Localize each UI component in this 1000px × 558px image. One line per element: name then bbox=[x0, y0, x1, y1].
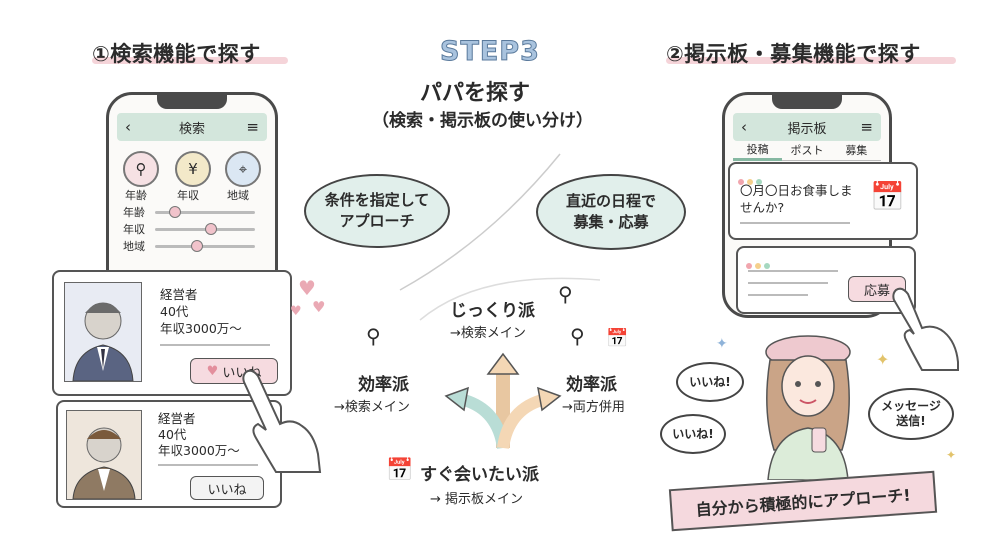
back-icon[interactable]: ‹ bbox=[741, 118, 747, 136]
like-button-label: いいね bbox=[207, 482, 247, 498]
post-text: 〇月〇日お食事しま せんか? bbox=[740, 183, 853, 215]
sparkle-icon: ✦ bbox=[716, 336, 728, 352]
type-slow-label: じっくり派 bbox=[450, 301, 535, 321]
board-tabs: 投稿 ポスト 募集 bbox=[733, 139, 881, 161]
profile-photo bbox=[66, 410, 142, 500]
profile-age: 40代 bbox=[158, 427, 187, 442]
calendar-icon: 📅 bbox=[606, 328, 629, 349]
schedule-bubble: 直近の日程で 募集・応募 bbox=[536, 174, 686, 250]
like-speech: いいね! bbox=[676, 362, 744, 402]
condition-bubble: 条件を指定して アプローチ bbox=[304, 174, 450, 248]
left-heading: ①検索機能で探す bbox=[92, 42, 261, 66]
phone-notch bbox=[157, 95, 227, 109]
text-line bbox=[748, 282, 828, 284]
text-line bbox=[748, 270, 838, 272]
profile-income: 年収3000万～ bbox=[160, 321, 242, 336]
icon-label-area: 地域 bbox=[227, 189, 249, 202]
divider bbox=[740, 222, 850, 224]
like-button[interactable]: ♥ いいね bbox=[190, 358, 278, 384]
right-heading: ②掲示板・募集機能で探す bbox=[666, 42, 921, 66]
search-icon: ⚲ bbox=[366, 324, 381, 348]
slider-label-age: 年齢 bbox=[123, 206, 145, 219]
heart-icon: ♥ bbox=[298, 276, 316, 300]
slider-label-area: 地域 bbox=[123, 240, 145, 253]
type-slow-sub: →検索メイン bbox=[450, 326, 526, 341]
menu-icon[interactable]: ≡ bbox=[860, 118, 873, 136]
profile-photo bbox=[64, 282, 142, 382]
type-efficient-right-label: 効率派 bbox=[566, 375, 617, 395]
type-hurry-label: すぐ会いたい派 bbox=[420, 465, 539, 485]
location-pin-icon[interactable]: ⌖ bbox=[225, 151, 261, 187]
profile-age: 40代 bbox=[160, 304, 189, 319]
type-efficient-left-label: 効率派 bbox=[358, 375, 409, 395]
woman-illustration bbox=[765, 335, 851, 480]
profile-card[interactable]: 経営者 40代 年収3000万～ いいね bbox=[56, 400, 282, 508]
pointing-hand-icon bbox=[242, 369, 322, 473]
window-dots bbox=[746, 254, 773, 273]
like-button[interactable]: いいね bbox=[190, 476, 264, 500]
tab-post[interactable]: 投稿 bbox=[733, 139, 783, 161]
type-efficient-right-sub: →両方併用 bbox=[562, 400, 625, 415]
area-slider-knob[interactable] bbox=[191, 240, 203, 252]
icon-label-income: 年収 bbox=[177, 189, 199, 202]
divider bbox=[160, 344, 270, 346]
income-slider-knob[interactable] bbox=[205, 223, 217, 235]
type-efficient-left-sub: →検索メイン bbox=[334, 400, 410, 415]
step-label: STEP3 bbox=[440, 36, 540, 68]
search-header: ‹ 検索 ≡ bbox=[117, 113, 267, 141]
message-speech: メッセージ 送信! bbox=[868, 388, 954, 440]
step-title: パパを探す bbox=[420, 81, 531, 106]
profile-title: 経営者 bbox=[158, 411, 196, 426]
search-icon: ⚲ bbox=[558, 282, 573, 306]
pointing-hand-icon bbox=[892, 287, 959, 371]
age-slider-knob[interactable] bbox=[169, 206, 181, 218]
back-icon[interactable]: ‹ bbox=[125, 118, 131, 136]
sparkle-icon: ✦ bbox=[946, 448, 957, 462]
tab-recruit[interactable]: 募集 bbox=[831, 139, 881, 161]
board-header: ‹ 掲示板 ≡ bbox=[733, 113, 881, 141]
profile-income: 年収3000万～ bbox=[158, 443, 240, 458]
search-icon: ⚲ bbox=[570, 324, 585, 348]
slider-label-income: 年収 bbox=[123, 223, 145, 236]
search-icon[interactable]: ⚲ bbox=[123, 151, 159, 187]
heart-icon: ♥ bbox=[290, 304, 302, 319]
text-line bbox=[748, 294, 808, 296]
board-screen-title: 掲示板 bbox=[787, 121, 827, 137]
heading-underline-left bbox=[92, 57, 288, 64]
approach-ribbon: 自分から積極的にアプローチ! bbox=[668, 470, 938, 532]
menu-icon[interactable]: ≡ bbox=[246, 118, 259, 136]
center-decoration bbox=[399, 153, 601, 321]
heart-icon: ♥ bbox=[312, 298, 326, 316]
calendar-icon: 📅 bbox=[870, 180, 905, 213]
like-speech: いいね! bbox=[660, 414, 726, 454]
search-screen-title: 検索 bbox=[178, 121, 205, 137]
area-slider-track[interactable] bbox=[155, 245, 255, 248]
calendar-icon: 📅 bbox=[386, 458, 414, 483]
board-post[interactable]: 〇月〇日お食事しま せんか? 📅 bbox=[728, 162, 918, 240]
apply-button-label: 応募 bbox=[863, 283, 890, 299]
heart-icon: ♥ bbox=[206, 363, 219, 379]
profile-card[interactable]: 経営者 40代 年収3000万～ ♥ いいね bbox=[52, 270, 292, 396]
phone-notch bbox=[772, 95, 842, 109]
divider bbox=[158, 464, 258, 466]
profile-title: 経営者 bbox=[160, 287, 198, 302]
sparkle-icon: ✦ bbox=[876, 350, 890, 369]
type-hurry-sub: → 掲示板メイン bbox=[430, 492, 524, 507]
ribbon-text: 自分から積極的にアプローチ! bbox=[695, 485, 912, 520]
money-icon[interactable]: ¥ bbox=[175, 151, 211, 187]
window-dots bbox=[738, 170, 765, 189]
tab-timeline[interactable]: ポスト bbox=[782, 139, 832, 161]
step-subtitle: （検索・掲示板の使い分け） bbox=[372, 111, 593, 131]
direction-arrows bbox=[444, 352, 562, 449]
age-slider-track[interactable] bbox=[155, 211, 255, 214]
icon-label-age: 年齢 bbox=[125, 189, 147, 202]
heading-underline-right bbox=[666, 57, 956, 64]
